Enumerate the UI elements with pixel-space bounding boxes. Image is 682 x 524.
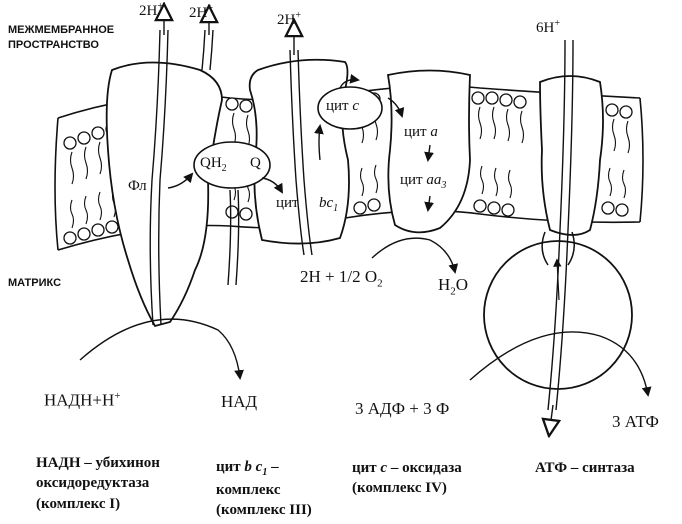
complex-three-bc-label: bc1 [319, 195, 339, 214]
electron-flow-arrows [79, 73, 652, 397]
nad-label: НАД [221, 392, 258, 411]
nadh-label: НАДН+Н+ [44, 390, 121, 410]
ubiquinone-label: Q [250, 155, 261, 171]
complex-one-caption: НАДН – убихинон оксидоредуктаза (комплек… [36, 455, 160, 512]
intermembrane-label-line-one: МЕЖМЕМБРАННОЕ [8, 24, 115, 36]
intermembrane-label-line-two: ПРОСТРАНСТВО [8, 39, 99, 51]
atp-synthase-caption: АТФ – синтаза [535, 460, 635, 476]
proton-label-four: 6H+ [536, 18, 560, 36]
cytochrome-aa3-label: цит aa3 [400, 172, 447, 191]
complex-one-shape [105, 61, 223, 328]
cytochrome-a-label: цит a [404, 124, 438, 140]
ubiquinone-pool [193, 141, 271, 189]
matrix-label: МАТРИКС [8, 277, 62, 289]
oxygen-reduction-label: 2H + 1/2 O2 [300, 267, 383, 290]
proton-label-one: 2H+ [139, 1, 163, 19]
complex-one-second-channel [201, 29, 214, 71]
cytochrome-c-label: цит c [326, 98, 360, 114]
complex-one-channels [149, 29, 169, 326]
complex-four-caption: цит c – оксидаза (комплекс IV) [352, 460, 462, 497]
atp-synthase-channel [547, 39, 574, 411]
water-label: H2O [438, 275, 469, 298]
ubiquinol-label: QH2 [200, 155, 227, 174]
proton-label-two: 2H+ [189, 3, 213, 21]
cytochrome-c [317, 86, 383, 130]
atp-label: 3 АТФ [612, 412, 659, 431]
proton-label-three: 2H+ [277, 10, 301, 28]
h-arrow-four [550, 404, 553, 428]
complex-three-cyt-label: цит [276, 195, 299, 211]
complex-three-channel [289, 49, 313, 256]
adp-phosphate-label: 3 АДФ + 3 Ф [355, 399, 450, 418]
flavoprotein-label: Фл [128, 178, 147, 194]
complex-three-lower-tube [227, 189, 240, 286]
complex-three-caption: цит b c1 – комплекс (комплекс III) [216, 459, 312, 518]
